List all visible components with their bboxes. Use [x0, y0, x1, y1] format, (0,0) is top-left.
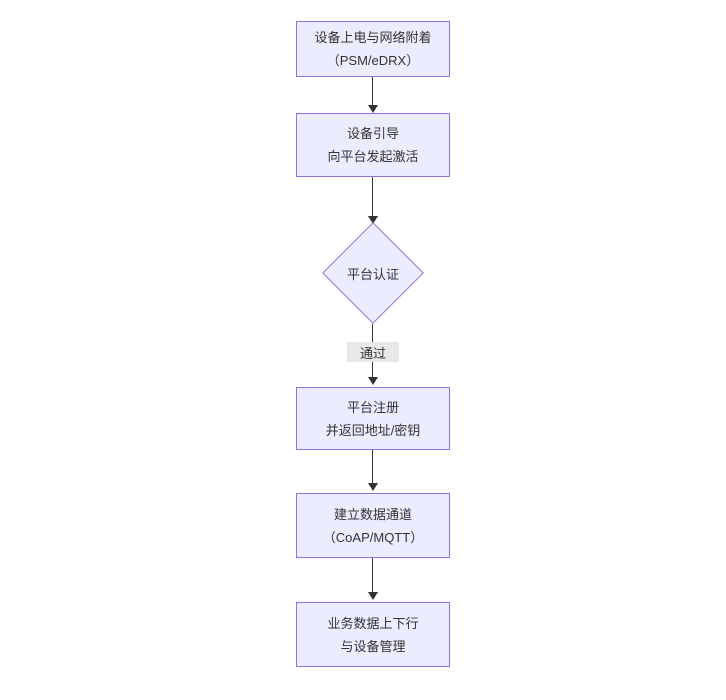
edge-line-5 — [372, 558, 373, 593]
node-label-line: 向平台发起激活 — [327, 149, 419, 164]
node-label-line: （PSM/eDRX） — [326, 53, 420, 68]
edge-line-1 — [372, 77, 373, 105]
node-business-data: 业务数据上下行 与设备管理 — [296, 602, 450, 667]
node-label-line: 设备上电与网络附着 — [314, 30, 432, 45]
edge-line-2 — [372, 177, 373, 217]
node-label-line: 与设备管理 — [340, 638, 406, 654]
arrowhead-icon — [368, 483, 378, 491]
arrowhead-icon — [368, 105, 378, 113]
node-platform-register: 平台注册 并返回地址/密钥 — [296, 387, 450, 450]
arrowhead-icon — [368, 592, 378, 600]
node-device-bootstrap: 设备引导 向平台发起激活 — [296, 113, 450, 177]
node-label-line: 建立数据通道 — [333, 506, 412, 522]
node-label-line: 平台注册 — [346, 399, 399, 415]
node-device-power-on: 设备上电与网络附着 （PSM/eDRX） — [296, 21, 450, 77]
arrowhead-icon — [368, 216, 378, 224]
edge-label-pass: 通过 — [347, 342, 399, 362]
node-label-line: （CoAP/MQTT） — [322, 529, 424, 545]
node-label-line: 业务数据上下行 — [327, 615, 419, 631]
node-data-channel: 建立数据通道 （CoAP/MQTT） — [296, 493, 450, 558]
edge-line-4 — [372, 450, 373, 484]
arrowhead-icon — [368, 377, 378, 385]
node-label-line: 设备引导 — [346, 126, 399, 141]
node-label-line: 平台认证 — [346, 266, 399, 282]
node-label-line: 并返回地址/密钥 — [325, 422, 421, 438]
